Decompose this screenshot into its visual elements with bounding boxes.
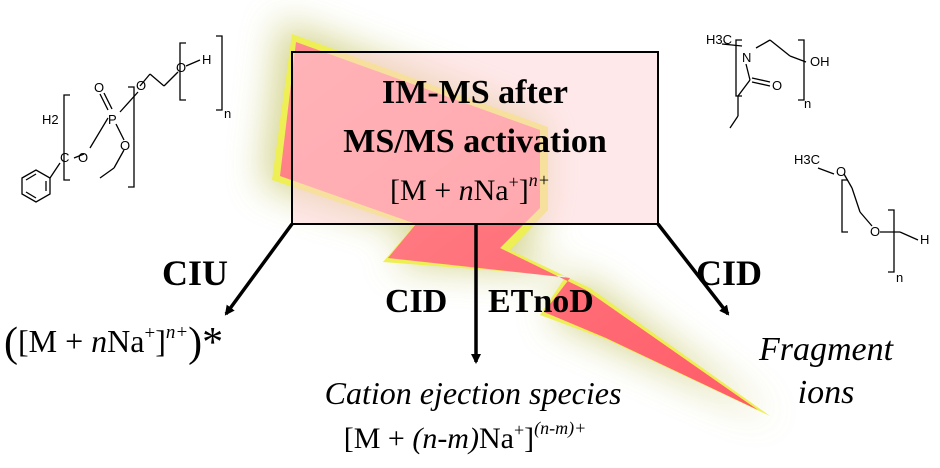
center-title-line2: MS/MS activation xyxy=(343,123,607,160)
ciu-label: CIU xyxy=(162,253,228,293)
svg-text:n: n xyxy=(224,106,231,121)
svg-text:P: P xyxy=(108,112,117,127)
svg-text:O: O xyxy=(78,150,88,165)
svg-text:H: H xyxy=(202,52,211,67)
structure-top-left xyxy=(21,35,223,203)
center-formula: [M + nNa+]n+ xyxy=(390,170,550,207)
ciu-outcome-formula: ([M + nNa+]n+)* xyxy=(4,320,223,366)
cid-right-label: CID xyxy=(696,253,762,293)
structure-top-left-labels: H2 C O P O O O O H n xyxy=(42,52,231,165)
svg-text:C: C xyxy=(60,150,69,165)
fragment-label: Fragment xyxy=(758,331,895,368)
cation-ejection-label: Cation ejection species xyxy=(325,375,622,411)
structure-bottom-right xyxy=(817,167,919,273)
svg-text:O: O xyxy=(176,60,186,75)
ions-label: ions xyxy=(798,374,855,411)
svg-text:H3C: H3C xyxy=(706,32,732,47)
svg-text:O: O xyxy=(772,78,782,93)
structure-top-right-labels: H3C N OH O n xyxy=(706,32,830,111)
svg-text:H2: H2 xyxy=(42,112,59,127)
svg-text:H: H xyxy=(920,232,929,247)
svg-text:OH: OH xyxy=(810,54,830,69)
svg-text:O: O xyxy=(836,164,846,179)
cid-arrow xyxy=(656,222,730,316)
svg-text:N: N xyxy=(742,50,751,65)
structure-bottom-right-labels: H3C O O H n xyxy=(794,152,929,285)
etnod-label: ETnoD xyxy=(488,283,594,320)
center-box xyxy=(291,51,659,225)
structure-top-right xyxy=(721,39,807,129)
svg-text:O: O xyxy=(870,224,880,239)
svg-text:n: n xyxy=(804,96,811,111)
svg-text:O: O xyxy=(120,138,130,153)
svg-text:O: O xyxy=(94,80,104,95)
svg-text:O: O xyxy=(136,78,146,93)
cation-ejection-formula: [M + (n-m)Na+](n-m)+ xyxy=(344,418,587,455)
cid-middle-label: CID xyxy=(385,283,447,320)
ciu-arrow xyxy=(224,222,294,316)
center-title-line1: IM-MS after xyxy=(382,74,568,111)
svg-text:H3C: H3C xyxy=(794,152,820,167)
svg-text:n: n xyxy=(896,270,903,285)
